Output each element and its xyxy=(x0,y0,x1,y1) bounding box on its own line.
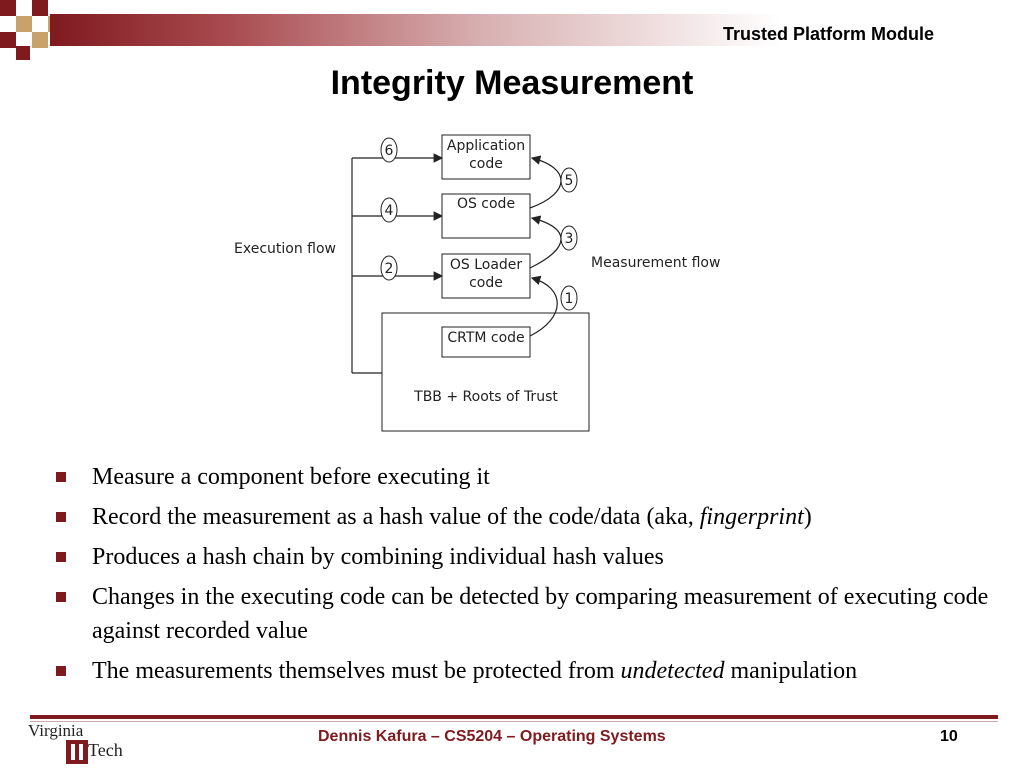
bullet-list: Measure a component before executing it … xyxy=(50,460,1010,694)
virginia-tech-logo: Virginia Tech xyxy=(28,721,123,764)
step-1: 1 xyxy=(560,285,578,311)
svg-text:code: code xyxy=(469,275,503,291)
bullet-text: manipulation xyxy=(724,658,858,684)
footer-divider-thin xyxy=(30,721,998,722)
bullet-text: Measure a component before executing it xyxy=(92,464,490,490)
bullet-text: ) xyxy=(803,504,812,530)
bullet-item: Measure a component before executing it xyxy=(50,460,1010,494)
bullet-item: The measurements themselves must be prot… xyxy=(50,654,1010,688)
slide-title: Integrity Measurement xyxy=(330,64,694,102)
bullet-item: Record the measurement as a hash value o… xyxy=(50,500,1010,534)
svg-text:Tech: Tech xyxy=(88,740,123,760)
svg-text:2: 2 xyxy=(385,261,394,277)
bullet-emphasis: fingerprint xyxy=(699,504,804,530)
execution-flow-lines xyxy=(351,153,444,374)
bullet-marker xyxy=(56,472,66,482)
tbb-label: TBB + Roots of Trust xyxy=(413,389,558,405)
step-4: 4 xyxy=(380,197,398,223)
svg-text:3: 3 xyxy=(565,231,574,247)
svg-text:Application: Application xyxy=(447,138,525,154)
bullet-marker xyxy=(56,512,66,522)
os-code-box: OS code xyxy=(441,193,531,239)
svg-text:OS Loader: OS Loader xyxy=(450,257,523,273)
step-2: 2 xyxy=(380,255,398,281)
step-3: 3 xyxy=(560,225,578,251)
bullet-emphasis: undetected xyxy=(620,658,725,684)
svg-text:code: code xyxy=(469,156,503,172)
svg-text:5: 5 xyxy=(565,173,574,189)
footer-text: Dennis Kafura – CS5204 – Operating Syste… xyxy=(318,728,666,745)
integrity-measurement-diagram: 6 4 2 TBB + Roots of Trust Application c… xyxy=(234,134,720,432)
svg-text:CRTM code: CRTM code xyxy=(447,330,524,346)
os-loader-code-box: OS Loader code xyxy=(441,253,531,299)
bullet-marker xyxy=(56,666,66,676)
header-bar xyxy=(50,14,1024,46)
application-code-box: Application code xyxy=(441,134,531,180)
crtm-code-box: CRTM code xyxy=(441,326,531,358)
svg-text:Virginia: Virginia xyxy=(28,721,84,740)
svg-text:6: 6 xyxy=(385,143,394,159)
execution-flow-label: Execution flow xyxy=(234,241,336,257)
measurement-flow-arrows xyxy=(529,155,562,337)
svg-text:OS code: OS code xyxy=(457,196,515,212)
step-6: 6 xyxy=(380,137,398,163)
page-number: 10 xyxy=(940,728,958,745)
svg-text:1: 1 xyxy=(565,291,574,307)
bullet-item: Produces a hash chain by combining indiv… xyxy=(50,540,1010,574)
bullet-text: Changes in the executing code can be det… xyxy=(92,584,989,644)
bullet-marker xyxy=(56,552,66,562)
footer-divider xyxy=(30,715,998,719)
bullet-text: The measurements themselves must be prot… xyxy=(92,658,621,684)
bullet-text: Record the measurement as a hash value o… xyxy=(92,504,700,530)
measurement-flow-label: Measurement flow xyxy=(591,255,720,271)
bullet-text: Produces a hash chain by combining indiv… xyxy=(92,544,664,570)
header-title: Trusted Platform Module xyxy=(722,24,934,44)
bullet-marker xyxy=(56,592,66,602)
bullet-item: Changes in the executing code can be det… xyxy=(50,580,1010,648)
svg-text:4: 4 xyxy=(385,203,394,219)
step-5: 5 xyxy=(560,167,578,193)
